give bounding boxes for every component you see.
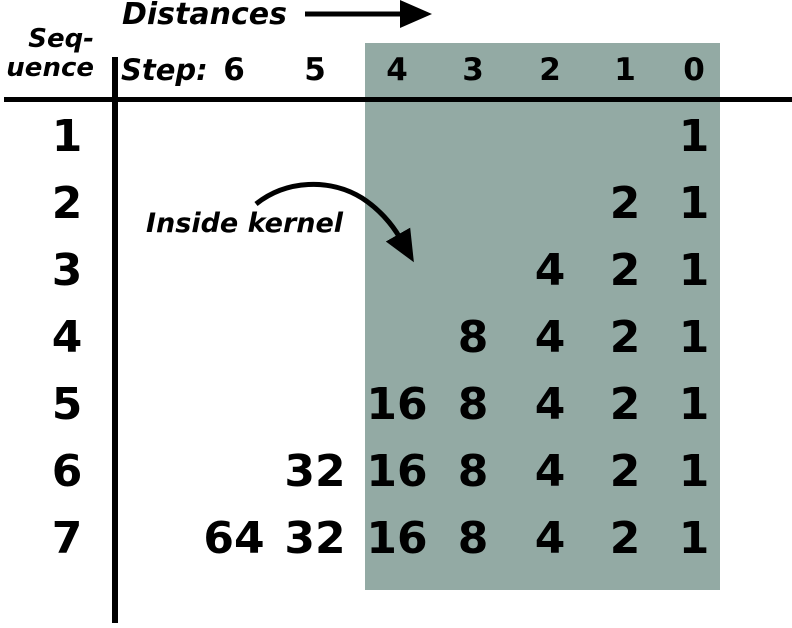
step-header-3: 3 xyxy=(462,52,484,88)
table-cell: 4 xyxy=(534,312,566,363)
sequence-axis-label: Seq- uence xyxy=(0,25,94,83)
distances-title: Distances xyxy=(122,0,287,32)
table-cell: 2 xyxy=(609,312,641,363)
table-cell: 1 xyxy=(678,111,710,162)
table-cell: 8 xyxy=(457,513,489,564)
table-cell xyxy=(355,248,439,294)
table-cell: 4 xyxy=(534,379,566,430)
table-cell: 4 xyxy=(534,513,566,564)
table-cell xyxy=(431,114,515,160)
table-cell xyxy=(273,248,357,294)
step-label: Step: xyxy=(121,53,208,87)
header-rule-line xyxy=(4,97,792,102)
table-cell: 8 xyxy=(457,379,489,430)
table-cell: 2 xyxy=(609,513,641,564)
table-cell xyxy=(273,382,357,428)
table-cell: 8 xyxy=(457,446,489,497)
sequence-number: 7 xyxy=(51,513,83,564)
kernel-region xyxy=(365,43,720,590)
table-cell: 4 xyxy=(534,446,566,497)
sequence-axis-label-line2: uence xyxy=(6,53,94,83)
table-cell xyxy=(273,315,357,361)
table-cell xyxy=(355,315,439,361)
table-cell: 8 xyxy=(457,312,489,363)
table-cell xyxy=(192,181,276,227)
step-header-6: 6 xyxy=(223,52,245,88)
table-cell: 32 xyxy=(284,446,346,497)
table-cell: 64 xyxy=(203,513,265,564)
step-header-2: 2 xyxy=(539,52,561,88)
table-cell xyxy=(273,114,357,160)
table-cell xyxy=(192,382,276,428)
table-cell: 2 xyxy=(609,446,641,497)
table-cell: 1 xyxy=(678,513,710,564)
sequence-number: 5 xyxy=(51,379,83,430)
table-cell: 1 xyxy=(678,245,710,296)
step-header-0: 0 xyxy=(683,52,705,88)
table-cell xyxy=(431,248,515,294)
step-header-1: 1 xyxy=(614,52,636,88)
table-cell xyxy=(508,114,592,160)
step-header-4: 4 xyxy=(386,52,408,88)
table-cell xyxy=(192,449,276,495)
table-cell: 2 xyxy=(609,245,641,296)
table-cell: 2 xyxy=(609,178,641,229)
table-cell: 4 xyxy=(534,245,566,296)
table-cell: 1 xyxy=(678,446,710,497)
table-cell xyxy=(355,114,439,160)
table-cell: 16 xyxy=(366,446,428,497)
table-cell: 16 xyxy=(366,379,428,430)
table-cell: 1 xyxy=(678,379,710,430)
step-header-5: 5 xyxy=(304,52,326,88)
table-cell xyxy=(192,315,276,361)
sequence-number: 1 xyxy=(51,111,83,162)
sequence-number: 2 xyxy=(51,178,83,229)
table-cell xyxy=(192,248,276,294)
table-cell: 1 xyxy=(678,312,710,363)
table-cell xyxy=(508,181,592,227)
table-cell: 32 xyxy=(284,513,346,564)
table-cell: 2 xyxy=(609,379,641,430)
column-divider-line xyxy=(112,57,118,623)
table-cell xyxy=(192,114,276,160)
sequence-number: 6 xyxy=(51,446,83,497)
sequence-number: 4 xyxy=(51,312,83,363)
table-cell xyxy=(431,181,515,227)
table-cell: 1 xyxy=(678,178,710,229)
table-cell xyxy=(273,181,357,227)
table-cell xyxy=(355,181,439,227)
table-cell: 16 xyxy=(366,513,428,564)
sequence-number: 3 xyxy=(51,245,83,296)
sequence-axis-label-line1: Seq- xyxy=(28,24,94,54)
